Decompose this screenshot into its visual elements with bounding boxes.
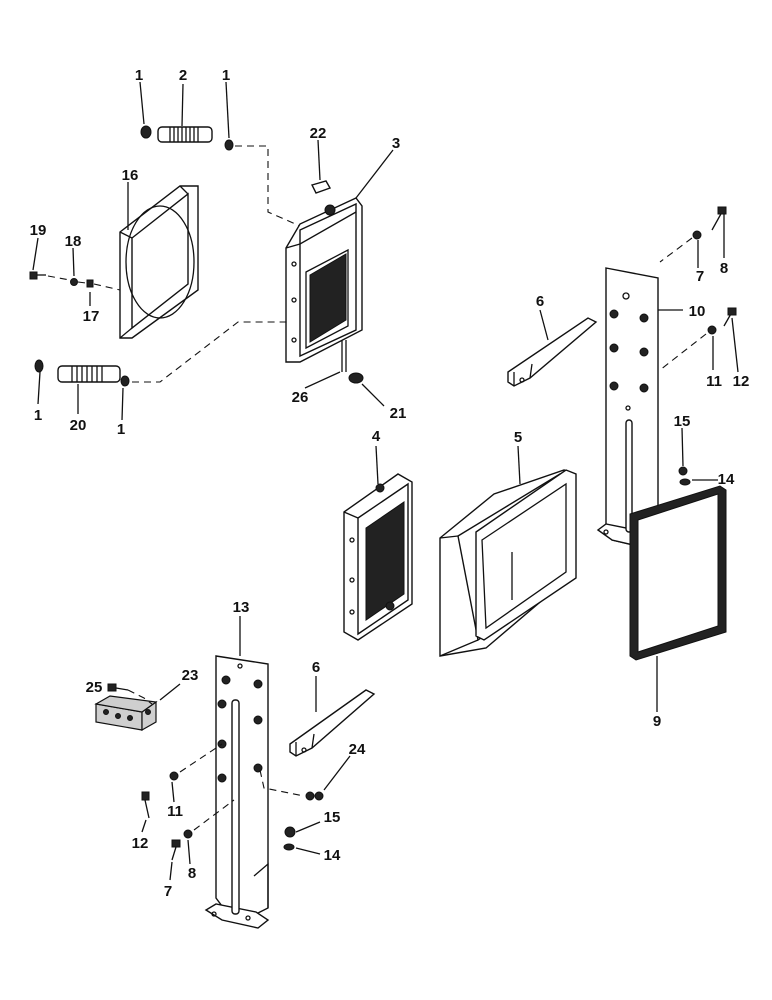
callout-1a: 1 (135, 67, 143, 84)
support-bracket-10 (596, 267, 660, 549)
radiator-3 (285, 197, 363, 363)
leader-lines (32, 81, 739, 881)
callout-23: 23 (182, 667, 199, 684)
bolt-7b (171, 839, 181, 861)
callout-15b: 15 (324, 809, 341, 826)
washer-7a (692, 230, 702, 240)
callout-26: 26 (292, 389, 309, 406)
callout-6a: 6 (536, 293, 544, 310)
callout-5: 5 (514, 429, 522, 446)
lower-hose-20 (57, 365, 121, 383)
angle-bracket-23 (94, 695, 158, 732)
nut-15a (678, 466, 688, 476)
callout-10: 10 (689, 303, 706, 320)
nut-17 (86, 279, 94, 288)
callout-11a: 11 (706, 373, 722, 390)
hose-clamp-1c (34, 359, 44, 373)
callout-24: 24 (349, 741, 366, 758)
callout-7a: 7 (696, 268, 704, 285)
callout-17: 17 (83, 308, 100, 325)
hose-clamp-1a (140, 125, 152, 139)
callout-19: 19 (30, 222, 47, 239)
screen-frame-9 (629, 485, 727, 661)
callout-6b: 6 (312, 659, 320, 676)
callout-20: 20 (70, 417, 87, 434)
callout-2: 2 (179, 67, 187, 84)
bracket-13-fasteners (141, 743, 324, 908)
bolt-12b (141, 791, 150, 819)
support-bracket-13 (204, 655, 270, 929)
callout-1c: 1 (34, 407, 42, 424)
callout-25: 25 (86, 679, 103, 696)
callout-12a: 12 (733, 373, 750, 390)
callout-21: 21 (390, 405, 407, 422)
callout-1d: 1 (117, 421, 125, 438)
callout-3: 3 (392, 135, 400, 152)
bracket-10-fasteners (659, 206, 737, 486)
callout-14a: 14 (718, 471, 735, 488)
nut-24 (305, 791, 324, 801)
bracket-arm-6b (289, 689, 376, 757)
hose-clamp-1b (224, 139, 234, 151)
duct-housing-5 (439, 469, 577, 657)
washer-18 (70, 278, 78, 286)
fan-shroud-16 (119, 185, 199, 339)
callout-13: 13 (233, 599, 250, 616)
washer-11b (169, 771, 179, 781)
upper-hose-2 (157, 126, 213, 143)
shroud-fasteners (29, 271, 121, 291)
core-section-4 (343, 473, 413, 641)
callout-1b: 1 (222, 67, 230, 84)
drain-cock-21 (348, 372, 364, 384)
callout-16: 16 (122, 167, 139, 184)
washer-11a (707, 325, 717, 335)
callout-18: 18 (65, 233, 82, 250)
callout-4: 4 (372, 428, 381, 445)
callout-12b: 12 (132, 835, 149, 852)
washer-14b (283, 843, 295, 851)
bolt-25 (107, 683, 153, 705)
bolt-8a (711, 206, 727, 231)
hose-clamp-1d (120, 375, 130, 387)
callout-labels: 1 2 1 22 3 16 19 18 17 7 8 6 10 11 12 1 … (30, 67, 750, 900)
callout-15a: 15 (674, 413, 691, 430)
radiator-cap-22 (310, 180, 332, 194)
drain-stud-26 (341, 340, 347, 372)
callout-11b: 11 (167, 803, 183, 820)
washer-8b (183, 829, 193, 839)
bracket-arm-6a (507, 317, 598, 387)
callout-22: 22 (310, 125, 327, 142)
nut-15b (284, 826, 296, 838)
callout-8b: 8 (188, 865, 196, 882)
callout-14b: 14 (324, 847, 341, 864)
callout-7b: 7 (164, 883, 172, 900)
upper-hose-assembly (140, 125, 301, 227)
washer-14a (679, 478, 691, 486)
bolt-19 (29, 271, 46, 280)
callout-9: 9 (653, 713, 661, 730)
bolt-12a (723, 307, 737, 327)
lower-hose-assembly (34, 321, 290, 387)
callout-8a: 8 (720, 260, 728, 277)
